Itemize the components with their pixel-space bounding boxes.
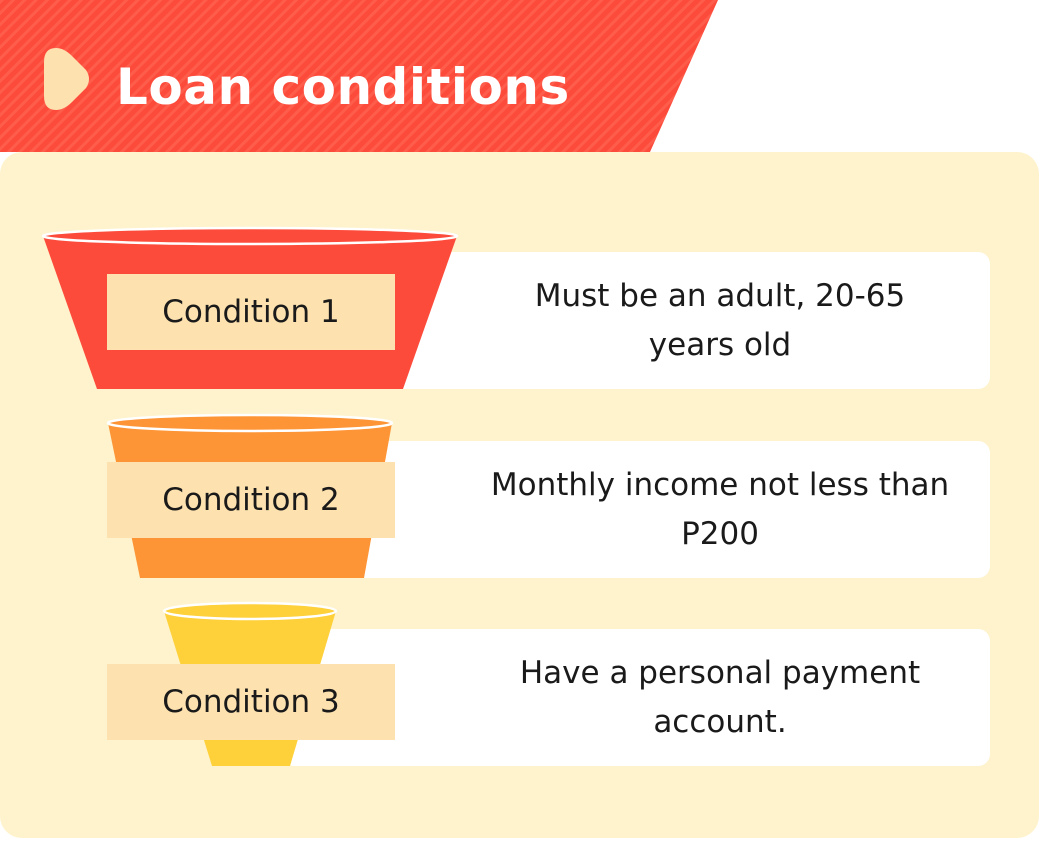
description-card-3 (282, 629, 990, 766)
condition-description-3: Have a personal payment account. (519, 654, 921, 740)
condition-label-box-1 (107, 274, 395, 350)
condition-label-box-2 (107, 462, 395, 538)
condition-label-1: Condition 1 (162, 294, 340, 330)
play-icon (44, 48, 89, 110)
description-card-2 (330, 441, 990, 578)
condition-description-1: Must be an adult, 20-65 years old (534, 277, 906, 363)
header-banner (0, 0, 718, 152)
condition-description-2: Monthly income not less than P200 (490, 466, 950, 552)
page-title: Loan conditions (116, 58, 570, 116)
description-card-1 (358, 252, 990, 389)
condition-label-2: Condition 2 (162, 482, 340, 518)
condition-label-box-3 (107, 664, 395, 740)
condition-label-3: Condition 3 (162, 684, 340, 720)
